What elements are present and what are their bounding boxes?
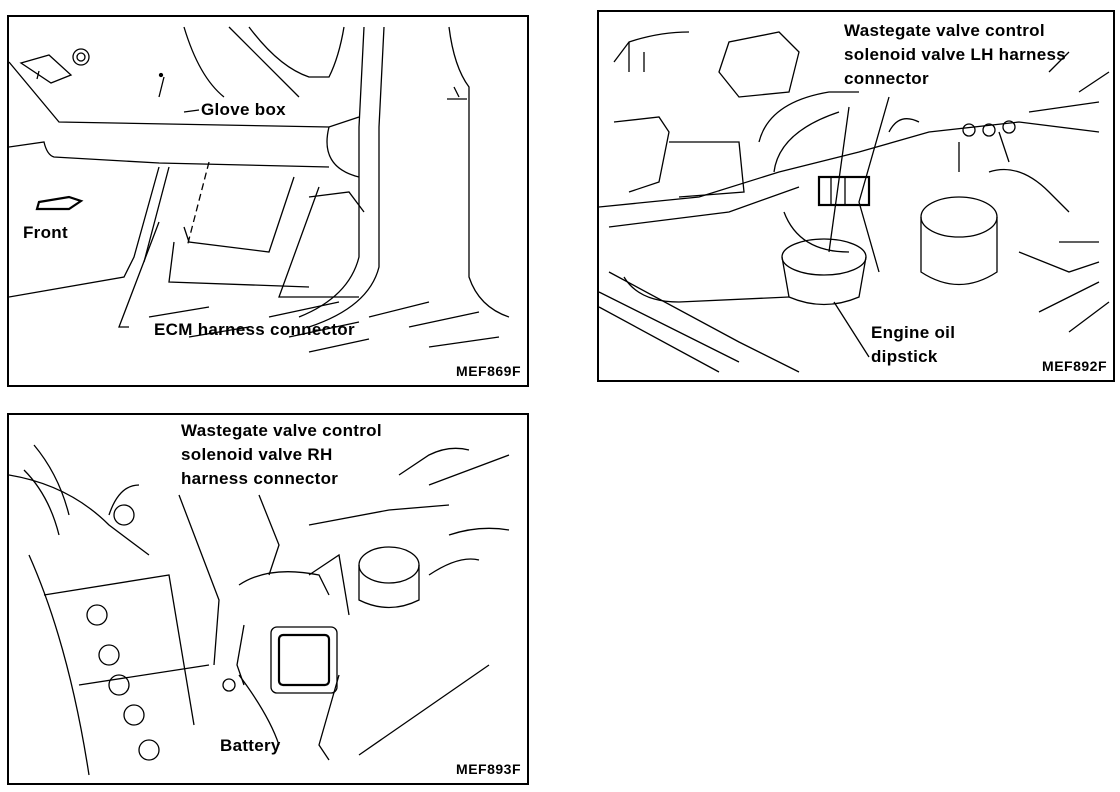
figure-code: MEF893F [456,761,521,777]
glove-box-label: Glove box [201,100,286,119]
figure-wastegate-rh: Wastegate valve control solenoid valve R… [7,413,529,785]
engine-bay-lh-illustration [599,31,1110,373]
front-label: Front [23,223,68,242]
wastegate-lh-label-line2: solenoid valve LH harness [844,45,1066,64]
figure-code: MEF869F [456,363,521,379]
wastegate-lh-label-line3: connector [844,69,929,88]
figure-glove-box-ecm: Glove box Front ECM harness connector ME… [7,15,529,387]
engine-oil-dipstick-label-line2: dipstick [871,347,938,366]
wastegate-lh-label-line1: Wastegate valve control [844,21,1045,40]
glove-box-illustration [9,26,510,353]
wastegate-rh-label-line1: Wastegate valve control [181,421,382,440]
wastegate-rh-label-line3: harness connector [181,469,339,488]
ecm-harness-connector-label: ECM harness connector [154,320,355,339]
engine-bay-rh-illustration [9,444,510,776]
engine-oil-dipstick-label-line1: Engine oil [871,323,956,342]
wastegate-rh-label-line2: solenoid valve RH [181,445,333,464]
battery-label: Battery [220,736,281,755]
figure-wastegate-lh: Wastegate valve control solenoid valve L… [597,10,1115,382]
figure-code: MEF892F [1042,358,1107,374]
